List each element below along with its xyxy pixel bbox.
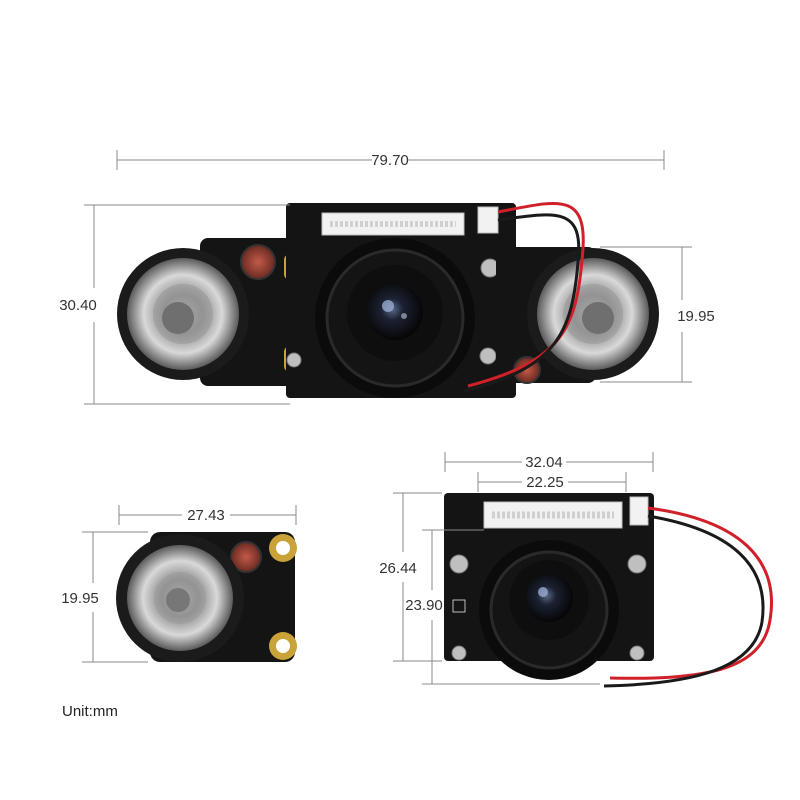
label-full-width: 79.70 [371,152,409,169]
dim-full-height: 30.40 [59,204,290,405]
cable-black [463,213,581,393]
label-camera-connector-width: 22.25 [526,474,564,491]
label-full-height: 30.40 [59,297,97,314]
cable-red [467,201,585,388]
ldr-sensor-detail [230,541,262,573]
light-board-detail: 27.43 19.95 [61,505,297,663]
dim-camera-board-height: 26.44 [379,492,442,662]
ldr-sensor [240,244,276,280]
cable-red-detail [609,506,773,680]
dim-light-board-height: 19.95 [61,531,148,663]
dim-full-width: 79.70 [116,150,665,170]
label-light-board-width: 27.43 [187,507,225,524]
label-light-board-height: 19.95 [61,590,99,607]
full-assembly: 79.70 30.40 19.95 [59,150,715,405]
camera-lens [367,284,423,340]
dim-light-board-width: 27.43 [118,505,297,525]
unit-label: Unit:mm [62,703,118,720]
center-camera-board [286,203,516,398]
camera-lens-detail [525,574,573,622]
label-camera-board-width: 32.04 [525,454,563,471]
dim-light-height-right: 19.95 [600,246,715,383]
cable-black-detail [603,514,765,688]
left-light-board [117,238,308,386]
dim-camera-board-width: 32.04 [444,452,654,472]
dim-camera-connector-width: 22.25 [477,472,627,492]
label-light-height-right: 19.95 [677,308,715,325]
dim-camera-lens-height: 23.90 [405,529,600,685]
label-camera-lens-height: 23.90 [405,597,443,614]
camera-board-detail: 32.04 22.25 26.44 23.90 [379,452,773,688]
label-camera-board-height: 26.44 [379,560,417,577]
